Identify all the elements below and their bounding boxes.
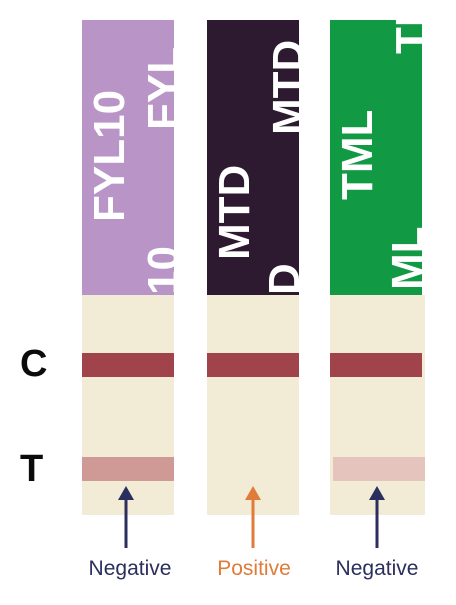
strip-2-window xyxy=(207,295,299,515)
strip-1-header-bottom-label: 10 xyxy=(139,246,174,295)
strip-1-header-edge-label: FYL xyxy=(139,46,174,130)
strip-1-header: FYL10 FYL 10 xyxy=(82,20,174,295)
strip-1-header-label: FYL10 xyxy=(85,89,134,222)
strip-1-control-line xyxy=(82,353,174,377)
strip-2-header-edge-label: MTD xyxy=(264,39,299,135)
strip-3-header-edge-label: TML xyxy=(387,20,422,54)
row-label-test: T xyxy=(20,448,44,490)
strip-2-control-line xyxy=(207,353,299,377)
test-strip-2: MTD MTD D xyxy=(207,20,299,515)
strip-2-arrow-icon xyxy=(245,486,261,548)
strip-2-header-bottom-label: D xyxy=(260,263,299,295)
strip-2-header: MTD MTD D xyxy=(207,20,299,295)
strip-3-test-line xyxy=(333,457,425,481)
strip-1-arrow-icon xyxy=(118,486,134,548)
strip-3-control-line xyxy=(330,353,422,377)
strip-3-header-label: TML xyxy=(333,109,382,200)
test-strip-3: TML TML ML xyxy=(330,20,425,515)
strip-3-window xyxy=(330,295,425,515)
strip-3-result-label: Negative xyxy=(335,557,419,580)
test-strip-1: FYL10 FYL 10 xyxy=(82,20,174,515)
strip-3-header: TML TML ML xyxy=(330,20,422,295)
row-label-control: C xyxy=(20,343,48,385)
strip-1-window xyxy=(82,295,174,515)
strip-1-result-label: Negative xyxy=(88,557,172,580)
strip-3-header-bottom-label: ML xyxy=(383,226,422,290)
strip-2-header-label: MTD xyxy=(210,164,259,260)
strip-1-test-line xyxy=(82,457,174,481)
strip-2-result-label: Positive xyxy=(217,557,291,580)
strip-3-arrow-icon xyxy=(369,486,385,548)
